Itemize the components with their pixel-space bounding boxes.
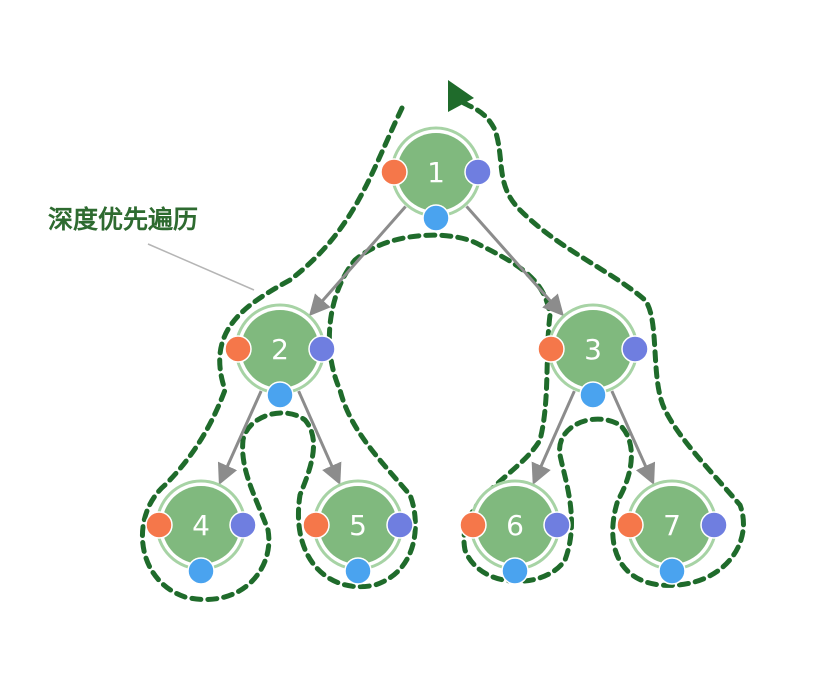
postorder-marker (543, 511, 571, 539)
tree-node-7: 7 (616, 479, 728, 585)
edge-2-to-5 (297, 390, 342, 485)
node-circle (319, 486, 397, 564)
edge-2-to-4 (217, 390, 263, 486)
postorder-marker (308, 335, 336, 363)
node-circle (554, 310, 632, 388)
node-label: 6 (506, 509, 524, 542)
tree-nodes: 1 2 3 4 5 6 7 (145, 126, 728, 585)
node-label: 2 (271, 333, 289, 366)
node-circle (397, 133, 475, 211)
edge-3-to-6 (531, 390, 576, 485)
node-circle (162, 486, 240, 564)
node-label: 4 (192, 509, 210, 542)
postorder-marker (700, 511, 728, 539)
tree-node-3: 3 (537, 303, 649, 409)
node-circle (633, 486, 711, 564)
edge-1-to-3 (465, 205, 564, 317)
tree-node-5: 5 (302, 479, 414, 585)
callout-leader-line (147, 243, 255, 291)
inorder-marker (658, 557, 686, 585)
preorder-marker (537, 335, 565, 363)
preorder-marker (224, 335, 252, 363)
tree-node-2: 2 (224, 303, 336, 409)
edge-3-to-7 (610, 390, 656, 486)
tree-node-1: 1 (380, 126, 492, 232)
preorder-marker (380, 158, 408, 186)
preorder-marker (145, 511, 173, 539)
node-label: 7 (663, 509, 681, 542)
traversal-arrow-head (448, 80, 474, 112)
postorder-marker (229, 511, 257, 539)
postorder-marker (464, 158, 492, 186)
node-circle (476, 486, 554, 564)
tree-node-4: 4 (145, 479, 257, 585)
node-label: 5 (349, 509, 367, 542)
preorder-marker (302, 511, 330, 539)
tree-node-6: 6 (459, 479, 571, 585)
preorder-marker (616, 511, 644, 539)
inorder-marker (187, 557, 215, 585)
inorder-marker (344, 557, 372, 585)
dfs-traversal-path (140, 99, 746, 602)
inorder-marker (266, 381, 294, 409)
inorder-marker (579, 381, 607, 409)
inorder-marker (501, 557, 529, 585)
node-circle (241, 310, 319, 388)
node-label: 1 (427, 156, 445, 189)
dfs-title: 深度优先遍历 (48, 205, 198, 234)
postorder-marker (621, 335, 649, 363)
tree-edges (217, 205, 656, 486)
edge-1-to-2 (308, 205, 407, 317)
inorder-marker (422, 204, 450, 232)
preorder-marker (459, 511, 487, 539)
postorder-marker (386, 511, 414, 539)
node-label: 3 (584, 333, 602, 366)
